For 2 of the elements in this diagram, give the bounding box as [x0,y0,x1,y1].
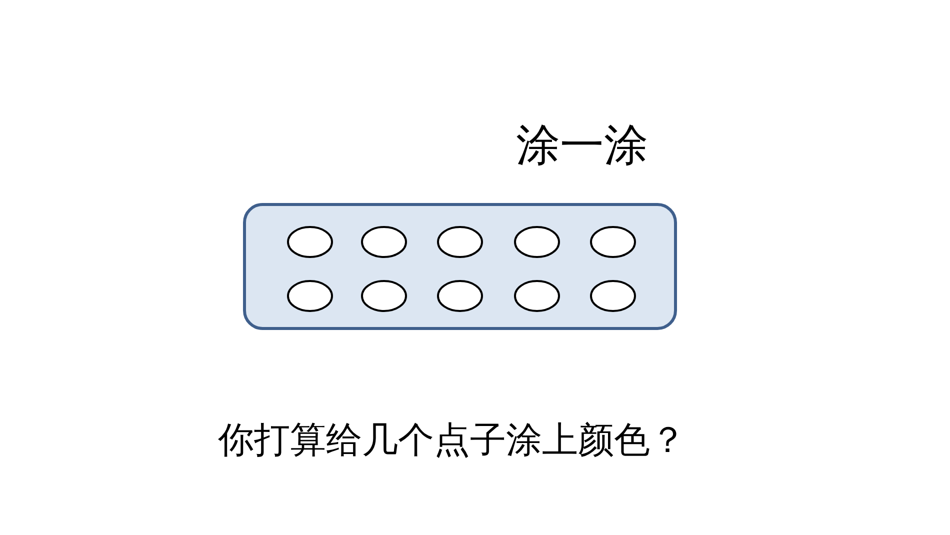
title: 涂一涂 [516,119,648,173]
caption: 你打算给几个点子涂上颜色？ [218,419,686,463]
